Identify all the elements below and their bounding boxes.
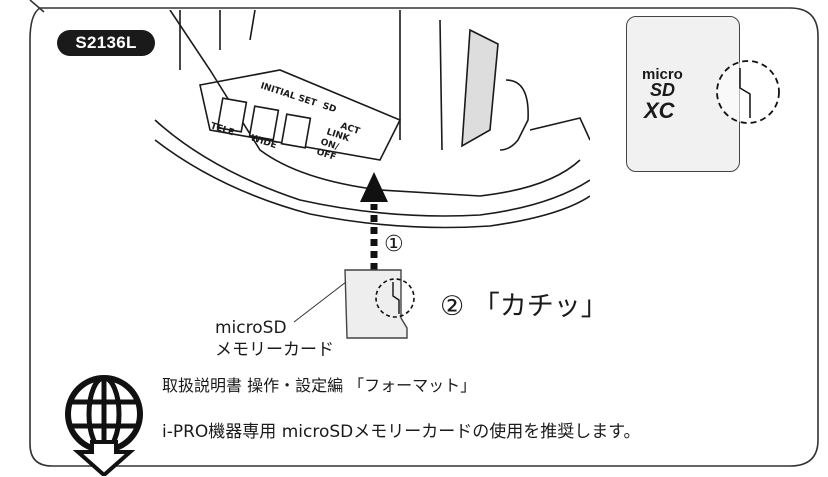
step-1-label: ① bbox=[384, 232, 404, 257]
reference-manual-text: 取扱説明書 操作・設定編 「フォーマット」 bbox=[162, 376, 477, 395]
microsdxc-logo: micro SD XC bbox=[640, 66, 720, 126]
step-2-label: ② 「カチッ」 bbox=[440, 291, 608, 322]
logo-micro: micro bbox=[642, 66, 683, 83]
microsd-label-line-1: microSD bbox=[215, 318, 287, 338]
insert-arrow bbox=[360, 172, 388, 270]
card-notch-highlight bbox=[716, 60, 780, 124]
microsd-label-line-2: メモリーカード bbox=[215, 340, 334, 360]
recommendation-text: i-PRO機器専用 microSDメモリーカードの使用を推奨します。 bbox=[162, 422, 641, 442]
logo-xc: XC bbox=[644, 98, 675, 123]
globe-download-icon bbox=[65, 375, 143, 476]
model-badge: S2136L bbox=[57, 30, 155, 56]
microsd-card bbox=[344, 269, 415, 339]
microsd-leader-line bbox=[293, 281, 347, 323]
logo-sd: SD bbox=[650, 80, 676, 100]
camera-label-sd: SD bbox=[321, 101, 337, 115]
microsd-label: microSD メモリーカード bbox=[215, 317, 334, 361]
camera-label-initial-set: INITIAL SET bbox=[259, 81, 318, 109]
camera-illustration: INITIAL SET SD ACT LINK ON/ OFF TELE WID… bbox=[154, 10, 590, 229]
